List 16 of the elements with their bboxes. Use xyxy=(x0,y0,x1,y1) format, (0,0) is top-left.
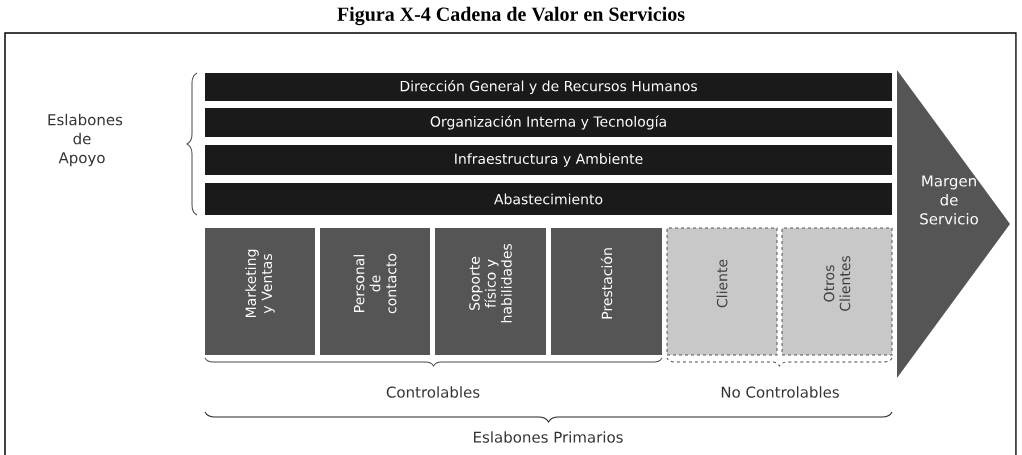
group-label: No Controlables xyxy=(721,386,839,398)
support-bar: Infraestructura y Ambiente xyxy=(205,145,892,175)
group-label: Eslabones de Apoyo xyxy=(48,113,123,167)
activity-box: Marketing y Ventas xyxy=(205,228,315,355)
support-bar: Dirección General y de Recursos Humanos xyxy=(205,73,892,101)
group-label: Controlables xyxy=(386,386,480,398)
activity-box: Prestación xyxy=(551,228,662,355)
activity-box: Soporte físico y habilidades xyxy=(435,228,546,355)
activity-box: Otros Clientes xyxy=(781,227,893,356)
activity-box: Personal de contacto xyxy=(320,228,430,355)
support-bar: Abastecimiento xyxy=(205,183,892,215)
group-label: Eslabones Primarios xyxy=(474,431,623,443)
figure-title: Figura X-4 Cadena de Valor en Servicios xyxy=(337,6,685,26)
activity-box: Cliente xyxy=(666,227,778,356)
support-bar: Organización Interna y Tecnología xyxy=(205,108,892,137)
margin-chevron: Margen de Servicio xyxy=(897,70,1010,378)
